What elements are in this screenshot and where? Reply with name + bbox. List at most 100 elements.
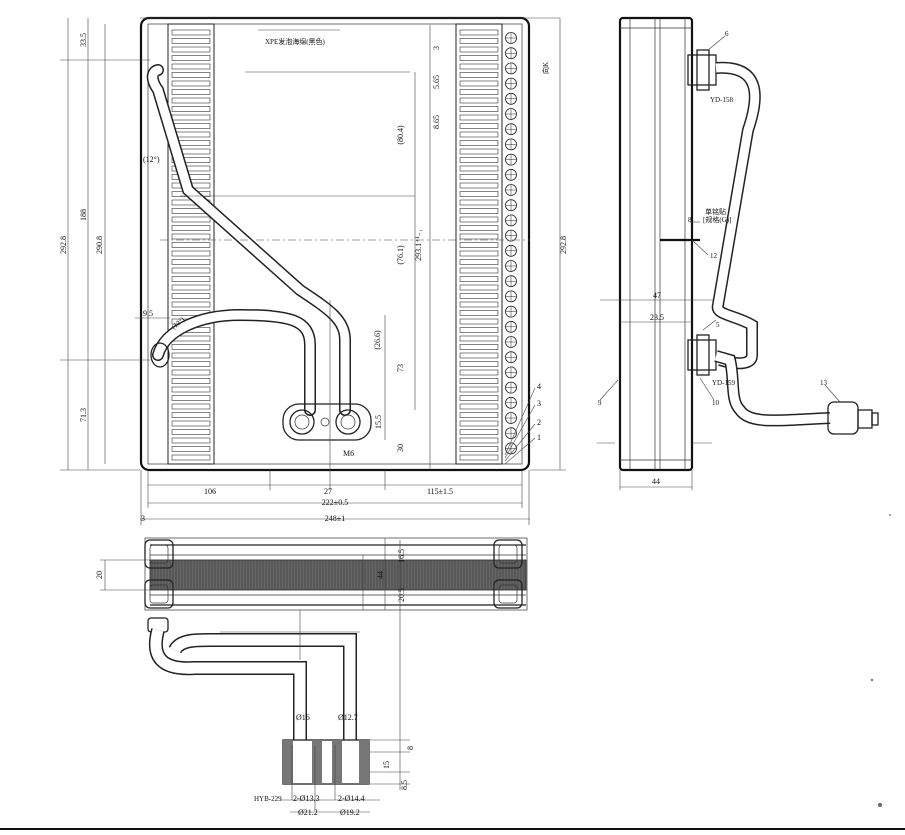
fin-slot — [171, 284, 211, 291]
fin-slot — [459, 29, 499, 36]
sponge-label: XPE发泡海绵(黑色) — [265, 37, 326, 46]
dim-23-5: 23.5 — [650, 313, 664, 322]
fin-slot — [459, 182, 499, 189]
fin-slot — [459, 318, 499, 325]
fin-slot — [171, 225, 211, 231]
tank-cap-bl — [144, 579, 174, 609]
fin-slot — [171, 38, 211, 44]
right-fin-block — [455, 23, 503, 465]
tank-cap-tl — [144, 539, 174, 569]
fin-slot — [459, 386, 499, 393]
holes-13-3: 2-Ø13.3 — [293, 794, 319, 803]
bottom-pipe-2 — [168, 633, 357, 740]
fin-slot — [459, 157, 499, 163]
side-outline — [618, 16, 694, 472]
fin-slot — [171, 395, 211, 401]
fin-slot — [171, 267, 211, 274]
fin-slot — [459, 38, 499, 44]
fin-slot — [459, 123, 499, 129]
dim-8: 8 — [406, 746, 415, 750]
fin-slot — [171, 446, 211, 452]
dim-20-5: 20.5 — [397, 588, 406, 602]
fin-slot — [459, 174, 499, 180]
fin-slot — [459, 420, 499, 427]
dim-27: 27 — [324, 487, 332, 496]
fin-slot — [171, 46, 211, 53]
fin-slot — [459, 114, 499, 121]
item-8: 8 — [688, 216, 692, 224]
holes-14-4: 2-Ø14.4 — [338, 794, 364, 803]
fin-slot — [171, 72, 211, 78]
fin-slot — [459, 310, 499, 316]
note-label-2: [规格(G)] — [703, 215, 731, 224]
fin-slot — [171, 386, 211, 393]
m6-label: M6 — [343, 449, 354, 458]
fin-slot — [459, 225, 499, 231]
fin-slot — [171, 97, 211, 104]
fin-label-3: 3 — [537, 399, 541, 408]
left-fin-block — [167, 23, 215, 465]
fin-slot — [459, 293, 499, 299]
fin-slot — [459, 131, 499, 138]
fin-slot — [459, 97, 499, 104]
fin-slot — [171, 403, 211, 410]
fin-slot — [459, 301, 499, 308]
view-arrow-label: 向K — [541, 62, 550, 74]
fin-slot — [171, 454, 211, 461]
fin-slot — [459, 429, 499, 435]
fin-slot — [459, 267, 499, 274]
dim-44-side: 44 — [652, 477, 660, 486]
side-view: 6 YD-158 8 单铭贴 [规格(G)] 12 47 23.5 5 YD-1… — [597, 16, 879, 490]
fin-slot — [459, 46, 499, 53]
fin-slot — [459, 403, 499, 410]
dim-3-right: 3 — [432, 46, 441, 50]
dim-3-bottom: 3 — [141, 514, 145, 523]
fin-slot — [459, 335, 499, 342]
fin-slot — [459, 106, 499, 112]
pipe-dia-16: Ø16 — [296, 713, 310, 722]
dim-292-8-right: 292.8 — [559, 236, 568, 254]
fin-label-4: 4 — [537, 382, 541, 391]
fin-slot — [171, 29, 211, 36]
fin-slot — [171, 352, 211, 359]
item-10: 10 — [712, 399, 720, 407]
fin-slot — [171, 259, 211, 265]
flange-port-1 — [289, 409, 315, 435]
dim-15-5: 15.5 — [374, 415, 383, 429]
fin-slot — [459, 259, 499, 265]
dim-15: 15 — [382, 761, 391, 769]
fin-slot — [459, 276, 499, 282]
fin-slot — [171, 80, 211, 87]
tube-end-circles — [505, 32, 517, 455]
fin-slot — [459, 361, 499, 367]
dim-76-1: (76.1) — [396, 245, 405, 265]
fin-slot — [171, 123, 211, 129]
fin-slot — [459, 63, 499, 70]
fin-slot — [459, 80, 499, 87]
fin-slot — [171, 250, 211, 257]
angle-label: (12°) — [143, 155, 160, 164]
dim-290-8: 290.8 — [95, 236, 104, 254]
fin-slot — [171, 55, 211, 61]
front-inner-outline — [147, 23, 523, 465]
fitting-upper — [687, 54, 717, 86]
item-12: 12 — [710, 252, 718, 260]
fin-slot — [459, 369, 499, 376]
dim-5-65: 5.65 — [432, 75, 441, 89]
fin-slot — [459, 395, 499, 401]
front-view: XPE发泡海绵(黑色) (12°) (12°) 9.5 33.5 188 292… — [59, 16, 568, 525]
dim-115: 115±1.5 — [427, 487, 453, 496]
dim-293-1: 293.1⁺¹₋₁ — [414, 229, 423, 261]
bottom-flange — [282, 739, 370, 785]
fin-slot — [171, 378, 211, 384]
fin-slot — [171, 63, 211, 70]
pipe-dia-12-7: Ø12.7 — [338, 713, 358, 722]
fin-slot — [459, 250, 499, 257]
pipe-flange-block — [282, 403, 372, 441]
fin-slot — [459, 327, 499, 333]
tank-cap-br — [493, 579, 523, 609]
tank-cap-tr — [493, 539, 523, 569]
fin-label-1: 1 — [537, 433, 541, 442]
fin-slot — [171, 437, 211, 444]
